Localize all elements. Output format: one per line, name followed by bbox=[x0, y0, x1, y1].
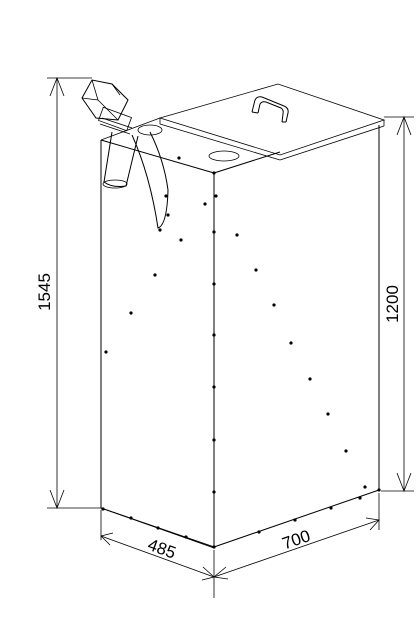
dim-label-485: 485 bbox=[145, 535, 178, 563]
dimension-depth: 485 bbox=[100, 510, 215, 598]
lid-handle bbox=[251, 96, 289, 123]
dimension-body-height: 1200 bbox=[381, 115, 414, 493]
dim-label-700: 700 bbox=[280, 526, 313, 553]
dim-label-1200: 1200 bbox=[383, 285, 402, 323]
dim-label-1545: 1545 bbox=[35, 273, 54, 311]
auger-motor bbox=[81, 79, 169, 229]
dimension-total-height: 1545 bbox=[35, 76, 101, 510]
rivet-dots bbox=[101, 156, 381, 549]
dimension-width: 700 bbox=[213, 493, 380, 580]
hopper-body bbox=[100, 83, 386, 549]
